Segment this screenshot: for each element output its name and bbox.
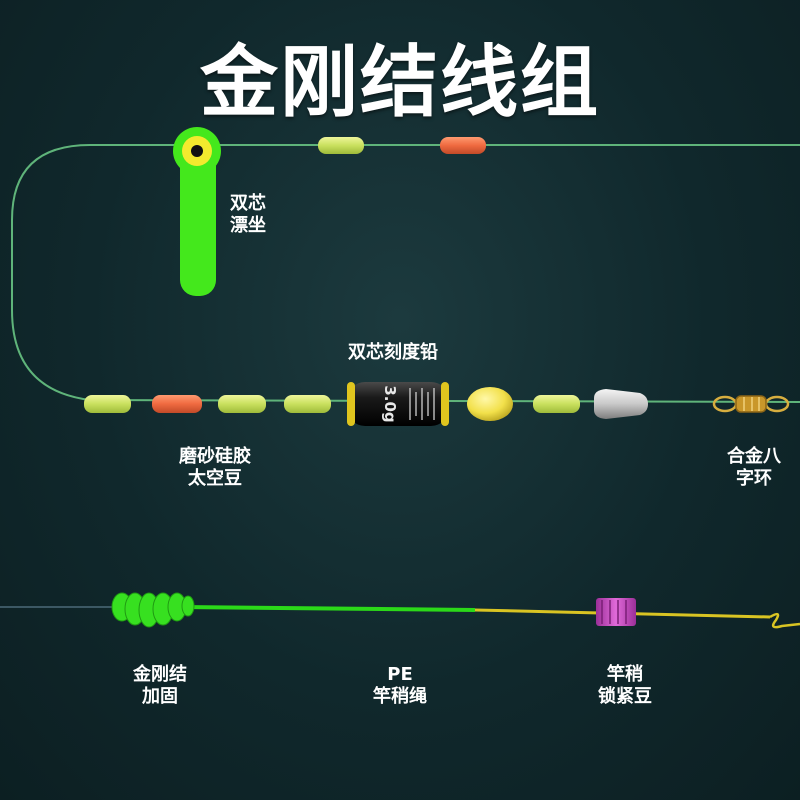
swivel [712, 395, 790, 413]
label-swivel: 合金八 字环 [712, 446, 796, 490]
label-line: 加固 [142, 686, 178, 707]
label-frosted-beads: 磨砂硅胶 太空豆 [150, 446, 280, 490]
label-line: PE [387, 664, 413, 685]
main-line [11, 144, 800, 403]
bead-yellow-green-4 [533, 395, 580, 413]
page-title: 金刚结线组 [199, 38, 600, 128]
sinker-marking: 3.0g [381, 385, 399, 422]
label-line: 合金八 [727, 446, 781, 467]
yellow-oval-bead [467, 387, 513, 421]
double-core-float [173, 127, 221, 296]
label-line: 竿稍 [607, 664, 643, 685]
pe-line-green [179, 605, 476, 612]
tip-lock-bead [596, 598, 636, 626]
label-double-core-float: 双芯 漂坐 [230, 193, 266, 237]
bead-yellow-green-1 [84, 395, 131, 413]
bead-yellow-green-2 [218, 395, 266, 413]
label-tip-bead: 竿稍 锁紧豆 [565, 664, 685, 708]
label-line: 金刚结 [133, 664, 187, 685]
label-line: 竿稍绳 [373, 686, 427, 707]
label-line: 锁紧豆 [598, 686, 652, 707]
silver-stopper [594, 389, 648, 419]
label-pe-line: PE 竿稍绳 [340, 664, 460, 708]
label-scale-sinker: 双芯刻度铅 [348, 342, 438, 363]
bead-orange [152, 395, 202, 413]
label-knot: 金刚结 加固 [100, 664, 220, 708]
label-line: 漂坐 [230, 215, 266, 236]
label-line: 磨砂硅胶 [179, 446, 251, 467]
label-line: 双芯 [230, 193, 266, 214]
scale-sinker [347, 382, 449, 426]
top-bead-orange [440, 137, 486, 154]
label-line: 字环 [736, 468, 772, 489]
label-line: 太空豆 [188, 468, 242, 489]
pe-line-tip-loop [769, 612, 800, 629]
bead-yellow-green-3 [284, 395, 331, 413]
top-bead-yellow-green [318, 137, 364, 154]
diamond-knot [111, 592, 195, 628]
